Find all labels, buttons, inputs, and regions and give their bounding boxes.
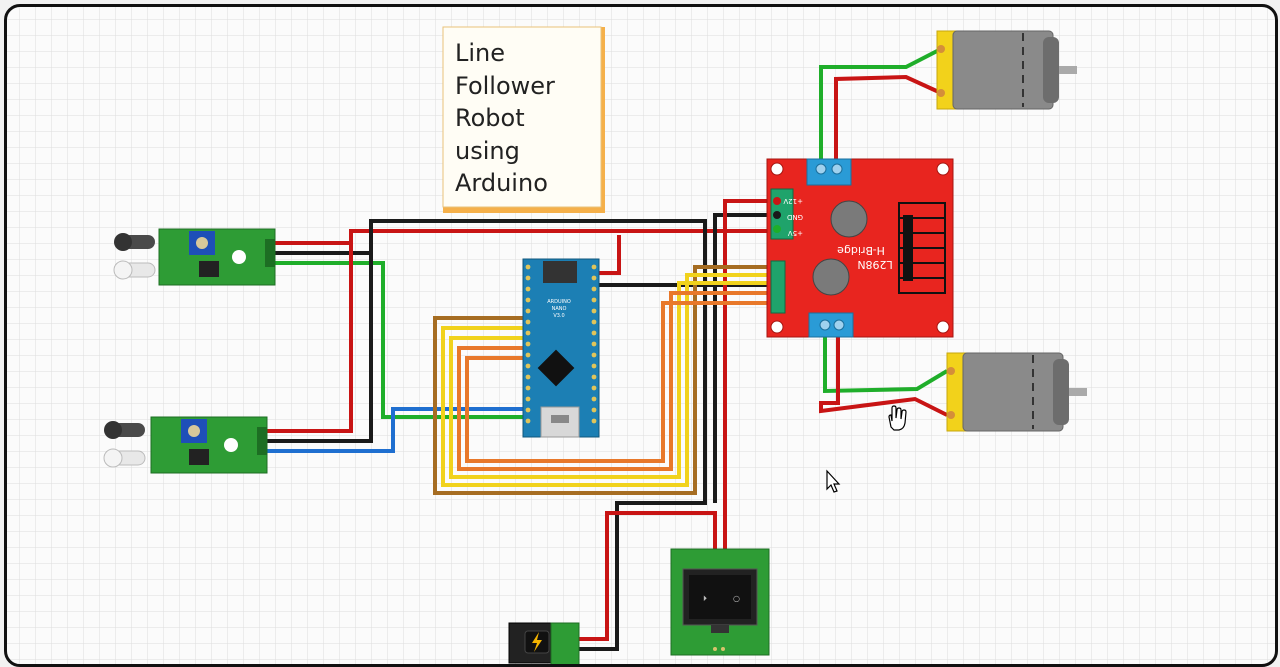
wire-motor1-green <box>819 47 942 163</box>
header-pin <box>525 396 531 402</box>
header-pin <box>591 308 597 314</box>
wire-ctrl-orange2 <box>465 301 773 463</box>
ir-sensor-2 <box>103 416 268 474</box>
note-line-1: Line <box>455 39 506 67</box>
dc-motor-2 <box>946 352 1087 432</box>
ir-led-clear <box>103 448 146 468</box>
header-pin <box>525 286 531 292</box>
terminal-block-top <box>806 158 852 186</box>
wire-motor2-green <box>823 331 949 394</box>
header-pin <box>591 374 597 380</box>
wire-motor1-red <box>834 74 942 163</box>
header-pin <box>591 396 597 402</box>
hand-cursor-icon <box>888 405 907 431</box>
logic-header <box>770 260 786 314</box>
wires <box>265 47 949 651</box>
header-pin <box>591 286 597 292</box>
pin-label-gnd: GND <box>787 213 803 221</box>
pin-label-12v: +12V <box>783 197 803 205</box>
header-pin <box>525 374 531 380</box>
header-pin <box>591 319 597 325</box>
wire-sensor1-red <box>273 229 771 245</box>
ir-sensor-1 <box>113 228 276 286</box>
header-pin <box>525 407 531 413</box>
terminal-block-bottom <box>808 312 854 338</box>
ir-led-dark <box>104 421 145 439</box>
svg-text:○: ○ <box>733 594 740 603</box>
microcontroller-chip <box>537 349 575 387</box>
header-pin <box>525 341 531 347</box>
wire-sensor1-black <box>273 219 707 651</box>
wire-ctrl-yellow2 <box>449 281 773 479</box>
note-title: Line Follower Robot using Arduino <box>455 37 605 200</box>
dc-barrel-jack <box>508 622 580 664</box>
header-pin <box>591 352 597 358</box>
wire-sensor2-black <box>265 253 373 443</box>
arduino-version: V3.0 <box>553 313 564 319</box>
header-pin <box>525 385 531 391</box>
wire-ctrl-orange1 <box>457 291 773 471</box>
header-pin <box>525 308 531 314</box>
wire-battery-red <box>578 511 717 641</box>
header-pin <box>591 264 597 270</box>
grid-background <box>7 7 1275 664</box>
lightning-icon <box>532 632 542 652</box>
header-pin <box>591 407 597 413</box>
wire-sensor2-red <box>265 243 353 433</box>
wire-ctrl-yellow1 <box>441 273 773 487</box>
dc-motor-1 <box>936 30 1077 110</box>
rocker-switch-board: ⏵ ○ <box>670 548 770 656</box>
header-pin <box>525 352 531 358</box>
svg-text:⏵: ⏵ <box>703 594 707 603</box>
arduino-brand: ARDUINO <box>547 299 571 305</box>
arduino-pins <box>525 264 597 424</box>
ir-led-clear <box>113 260 156 280</box>
header-pin <box>591 330 597 336</box>
wire-sensor1-green <box>273 261 525 419</box>
header-pin <box>591 275 597 281</box>
pin-label-5v: +5V <box>788 229 803 237</box>
note-line-3: Robot <box>455 104 525 132</box>
chip-label: L298N <box>857 258 892 271</box>
wire-ctrl-brown <box>433 265 773 495</box>
wire-motor2-red <box>819 331 948 417</box>
note-line-4: using <box>455 136 520 165</box>
arduino-nano: ARDUINO NANO V3.0 <box>522 258 600 438</box>
note-line-2: Follower <box>455 71 555 100</box>
wire-driver-12v <box>723 199 777 553</box>
diagram-frame: ARDUINO NANO V3.0 <box>4 4 1278 667</box>
header-pin <box>591 418 597 424</box>
arrow-cursor-icon <box>826 469 841 493</box>
header-pin <box>525 275 531 281</box>
title-note <box>442 26 605 213</box>
header-pin <box>591 341 597 347</box>
ir-led-dark <box>114 233 155 251</box>
header-pin <box>525 264 531 270</box>
l298n-motor-driver: +12V GND +5V L298N H-Bridge <box>766 158 954 338</box>
capacitor-2 <box>812 258 850 296</box>
capacitor-1 <box>830 200 868 238</box>
header-pin <box>525 418 531 424</box>
wire-driver-gnd <box>713 213 777 503</box>
header-pin <box>525 330 531 336</box>
circuit-canvas: ARDUINO NANO V3.0 <box>7 7 1275 664</box>
note-line-5: Arduino <box>455 169 548 197</box>
header-pin <box>591 385 597 391</box>
header-pin <box>591 297 597 303</box>
board-label: H-Bridge <box>837 244 885 257</box>
arduino-model: NANO <box>552 306 567 312</box>
wire-arduino-5v <box>597 235 621 275</box>
header-pin <box>525 319 531 325</box>
header-pin <box>525 297 531 303</box>
header-pin <box>591 363 597 369</box>
header-pin <box>525 363 531 369</box>
